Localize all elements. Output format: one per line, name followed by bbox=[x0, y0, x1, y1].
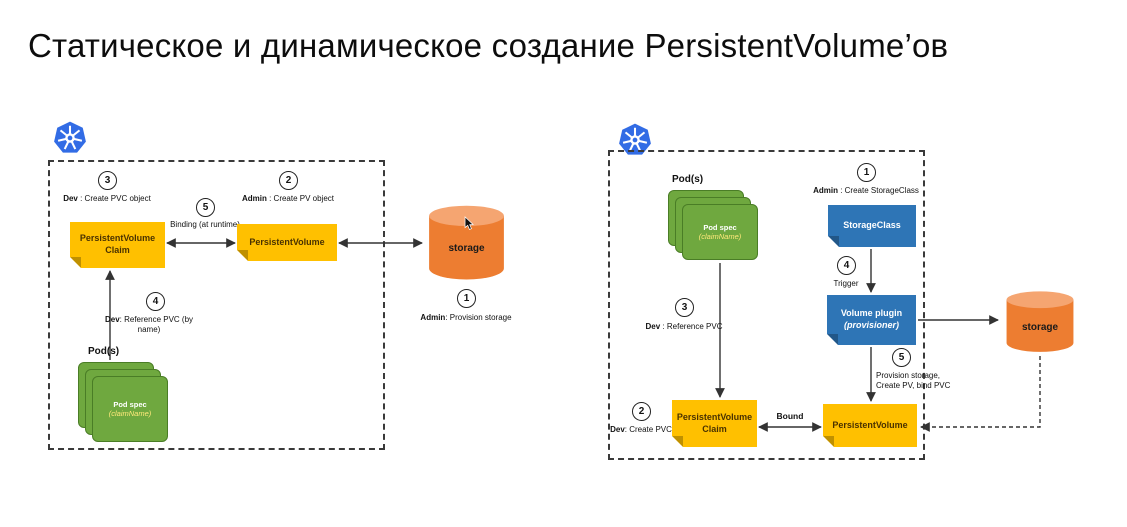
step-5-circle: 5 bbox=[196, 198, 215, 217]
cluster-boundary bbox=[608, 150, 925, 460]
bound-label: Bound bbox=[776, 411, 804, 421]
kubernetes-logo-icon bbox=[618, 123, 652, 162]
dynamic-provisioning-diagram: Pod(s) Pod spec (claimName) 1 Admin : Cr… bbox=[600, 113, 1120, 483]
persistentvolumeclaim-box: PersistentVolume Claim bbox=[70, 222, 165, 268]
kubernetes-logo-icon bbox=[53, 121, 87, 160]
persistentvolume-box: PersistentVolume bbox=[237, 224, 337, 261]
pod-spec-label: Pod spec bbox=[703, 223, 737, 232]
step-4-circle: 4 bbox=[837, 256, 856, 275]
storageclass-label: StorageClass bbox=[843, 220, 901, 231]
step-1-circle: 1 bbox=[857, 163, 876, 182]
volume-plugin-box: Volume plugin (provisioner) bbox=[827, 295, 916, 345]
persistentvolume-box: PersistentVolume bbox=[823, 404, 917, 447]
step-5-circle: 5 bbox=[892, 348, 911, 367]
pod-claimname-label: (claimName) bbox=[108, 409, 152, 418]
pvc-label-line1: PersistentVolume bbox=[676, 411, 753, 422]
pod-card-front: Pod spec (claimName) bbox=[92, 376, 168, 442]
step-2-circle: 2 bbox=[632, 402, 651, 421]
pv-label: PersistentVolume bbox=[832, 419, 908, 430]
pv-label: PersistentVolume bbox=[249, 236, 325, 247]
step-2-label: Admin : Create PV object bbox=[241, 194, 335, 203]
cluster-boundary bbox=[48, 160, 385, 450]
storage-cylinder: storage bbox=[424, 204, 509, 282]
mouse-cursor-icon bbox=[464, 216, 475, 237]
pod-stack: Pod spec (claimName) bbox=[78, 362, 168, 442]
pod-claimname-label: (claimName) bbox=[698, 232, 742, 241]
pod-spec-label: Pod spec bbox=[113, 400, 147, 409]
step-5-label: Binding (at runtime) bbox=[170, 220, 240, 229]
volume-plugin-label-line2: (provisioner) bbox=[843, 320, 899, 330]
pods-label: Pod(s) bbox=[672, 174, 704, 185]
step-4-label: Trigger bbox=[833, 279, 859, 288]
step-3-circle: 3 bbox=[675, 298, 694, 317]
storageclass-box: StorageClass bbox=[828, 205, 916, 247]
pod-stack: Pod spec (claimName) bbox=[668, 190, 758, 260]
step-1-label: Admin : Create StorageClass bbox=[813, 186, 919, 195]
page-title: Статическое и динамическое создание Pers… bbox=[28, 27, 949, 64]
storage-label: storage bbox=[1021, 322, 1059, 333]
storage-cylinder: storage bbox=[1002, 290, 1078, 354]
step-3-circle: 3 bbox=[98, 171, 117, 190]
pvc-label-line2: Claim bbox=[702, 423, 727, 434]
step-4-circle: 4 bbox=[146, 292, 165, 311]
step-1-circle: 1 bbox=[457, 289, 476, 308]
step-3-label: Dev : Reference PVC bbox=[645, 322, 723, 331]
step-2-circle: 2 bbox=[279, 171, 298, 190]
step-5-label: Provision storage, Create PV, bind PVC bbox=[876, 371, 951, 391]
pods-label: Pod(s) bbox=[88, 346, 120, 357]
volume-plugin-label-line1: Volume plugin bbox=[840, 308, 903, 319]
pod-card-front: Pod spec (claimName) bbox=[682, 204, 758, 260]
step-2-label: Dev: Create PVC bbox=[610, 425, 672, 434]
persistentvolumeclaim-box: PersistentVolume Claim bbox=[672, 400, 757, 447]
step-3-label: Dev : Create PVC object bbox=[63, 194, 151, 203]
step-4-label: Dev: Reference PVC (by name) bbox=[104, 315, 194, 335]
pvc-label-line1: PersistentVolume bbox=[79, 233, 156, 244]
storage-label: storage bbox=[448, 243, 485, 254]
static-provisioning-diagram: 3 Dev : Create PVC object 5 Binding (at … bbox=[40, 113, 570, 473]
step-1-label: Admin: Provision storage bbox=[420, 313, 512, 322]
pvc-label-line2: Claim bbox=[105, 245, 130, 255]
